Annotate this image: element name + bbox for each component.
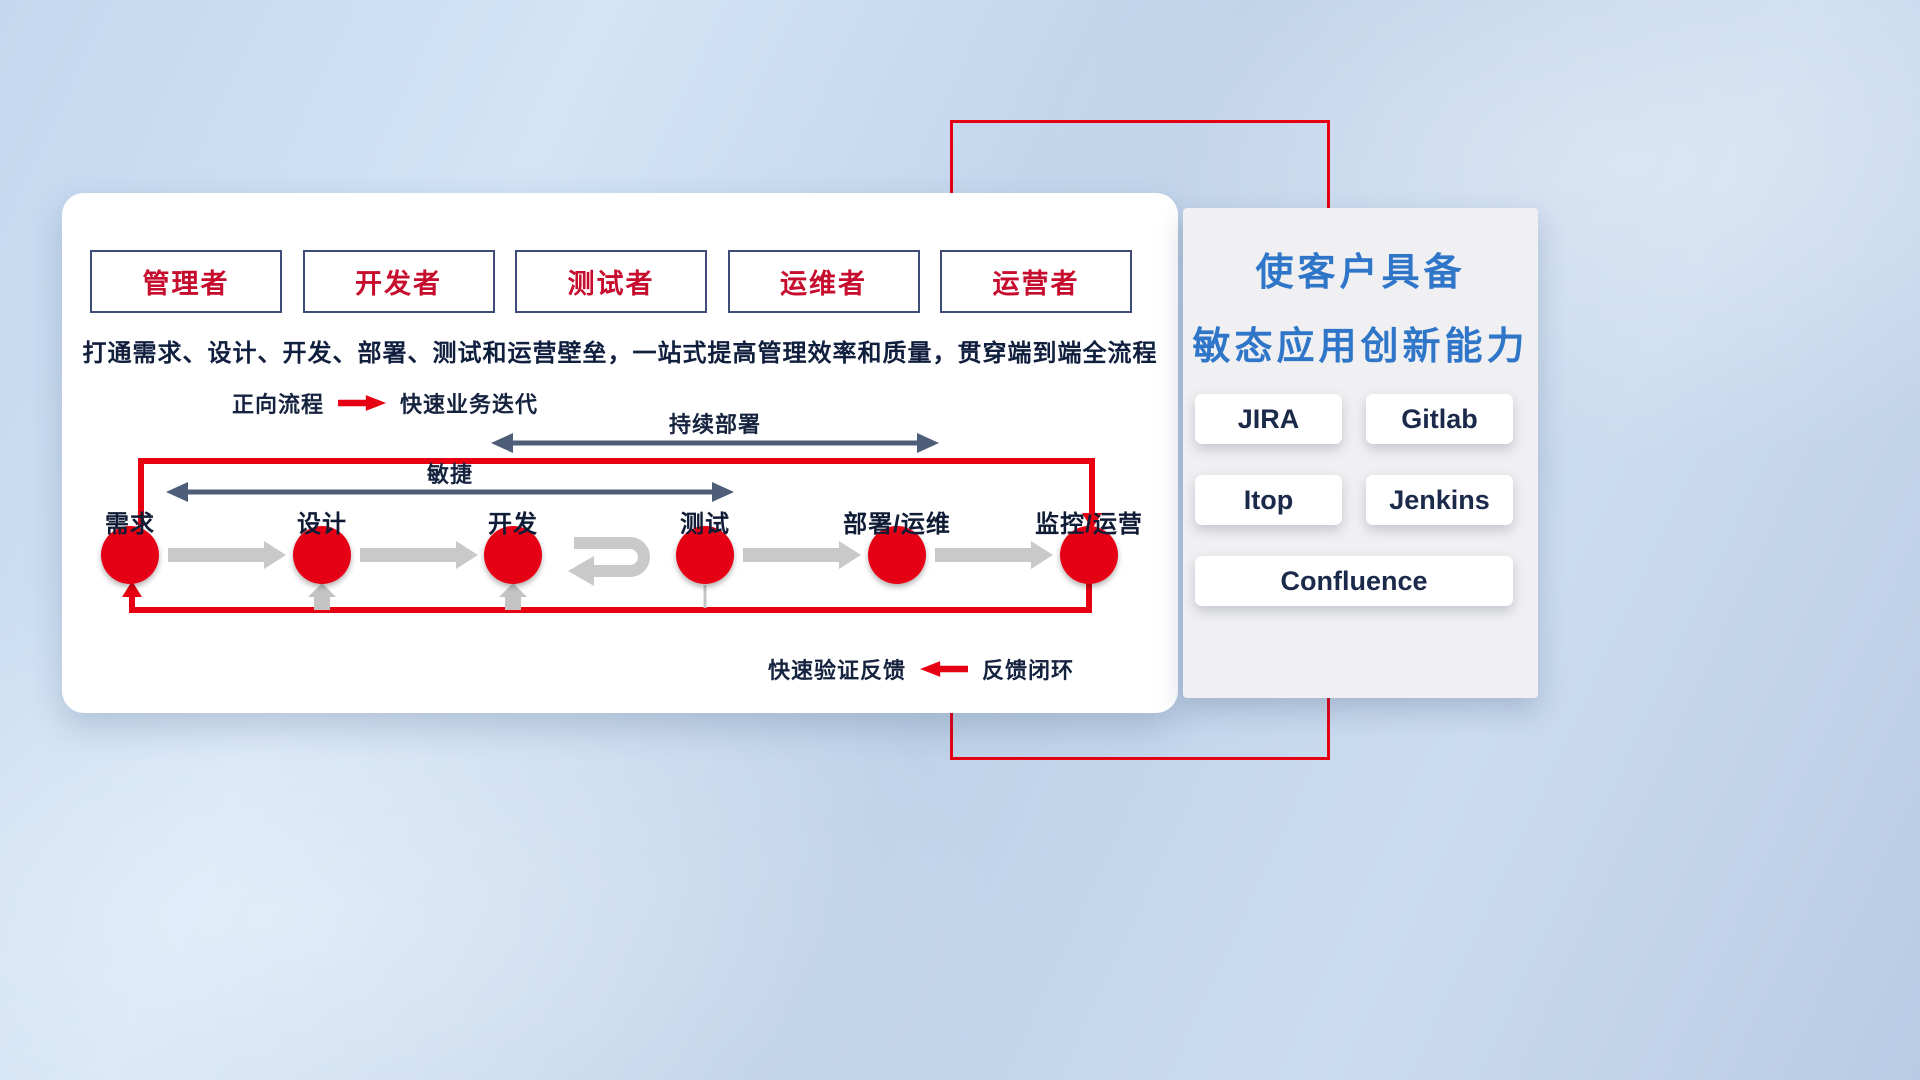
- stage-label-requirements: 需求: [105, 511, 155, 538]
- iterate-loop-arrowhead-icon: [568, 556, 594, 586]
- tool-box-jenkins: Jenkins: [1366, 475, 1513, 525]
- devops-flow-card: 管理者 开发者 测试者 运维者 运营者 打通需求、设计、开发、部署、测试和运营壁…: [62, 193, 1178, 713]
- role-row: 管理者 开发者 测试者 运维者 运营者: [90, 250, 1132, 313]
- red-loop-bottom-line: [129, 583, 1092, 613]
- feedback-arrow-icon: [920, 661, 969, 677]
- red-loop-top-line: [138, 458, 1095, 526]
- role-label: 管理者: [142, 269, 230, 299]
- stage-node-testing: [676, 526, 734, 584]
- tool-box-itop: Itop: [1195, 475, 1342, 525]
- legend-feedback-label: 反馈闭环: [982, 658, 1075, 683]
- tool-box-jira: JIRA: [1195, 394, 1342, 444]
- stage-label-monitor-operations: 监控/运营: [1035, 511, 1143, 538]
- agile-left-arrowhead-icon: [166, 482, 188, 502]
- stage-node-monitor-operations: [1060, 526, 1118, 584]
- role-box-manager: 管理者: [90, 250, 282, 313]
- panel-title-line1: 使客户具备: [1255, 252, 1466, 294]
- legend-forward-label: 正向流程: [232, 392, 325, 417]
- stage-label-design: 设计: [297, 511, 347, 538]
- legend-feedback-desc: 快速验证反馈: [768, 658, 907, 683]
- tool-box-confluence: Confluence: [1195, 556, 1513, 606]
- tool-box-gitlab: Gitlab: [1366, 394, 1513, 444]
- legend-forward-flow: 正向流程 快速业务迭代: [232, 387, 538, 419]
- role-label: 开发者: [355, 269, 442, 299]
- stage-node-design: [293, 526, 351, 584]
- continuous-deploy-span-label: 持续部署: [668, 412, 761, 437]
- role-label: 运维者: [780, 269, 867, 299]
- feedback-up-arrow-dev-icon: [499, 583, 527, 610]
- tools-panel: 使客户具备 敏态应用创新能力 JIRA Gitlab Itop Jenkins …: [1183, 208, 1538, 698]
- forward-arrow-3-icon: [743, 541, 861, 569]
- card-subtitle: 打通需求、设计、开发、部署、测试和运营壁垒，一站式提高管理效率和质量，贯穿端到端…: [82, 340, 1158, 367]
- stage-label-deploy-ops: 部署/运维: [843, 511, 951, 538]
- stage-node-deploy-ops: [868, 526, 926, 584]
- agile-span-label: 敏捷: [426, 462, 473, 487]
- iterate-loop-icon: [574, 537, 650, 577]
- panel-title: 使客户具备 敏态应用创新能力: [1183, 208, 1538, 384]
- continuous-deploy-left-arrowhead-icon: [491, 433, 513, 453]
- panel-title-line2: 敏态应用创新能力: [1192, 326, 1529, 368]
- stage-label-testing: 测试: [680, 511, 730, 538]
- forward-arrow-1-icon: [168, 541, 286, 569]
- role-label: 测试者: [567, 269, 655, 299]
- role-box-tester: 测试者: [515, 250, 707, 313]
- forward-arrow-2-icon: [360, 541, 478, 569]
- red-loop-up-arrowhead-icon: [122, 581, 142, 597]
- stage-node-development: [484, 526, 542, 584]
- forward-arrow-4-icon: [935, 541, 1053, 569]
- feedback-up-arrow-design-icon: [308, 583, 336, 610]
- flow-diagram: [101, 433, 1118, 613]
- legend-forward-desc: 快速业务迭代: [400, 392, 539, 417]
- stage-node-requirements: [101, 526, 159, 584]
- role-box-operator: 运营者: [940, 250, 1132, 313]
- continuous-deploy-right-arrowhead-icon: [917, 433, 939, 453]
- role-box-developer: 开发者: [302, 250, 495, 313]
- legend-feedback-loop: 快速验证反馈 反馈闭环: [768, 653, 1074, 685]
- role-box-ops: 运维者: [727, 250, 920, 313]
- stage-nodes: [101, 526, 1118, 584]
- role-label: 运营者: [992, 269, 1080, 299]
- agile-right-arrowhead-icon: [712, 482, 734, 502]
- red-loop-down-arrowhead-icon: [1082, 513, 1102, 529]
- stage-label-development: 开发: [488, 511, 538, 538]
